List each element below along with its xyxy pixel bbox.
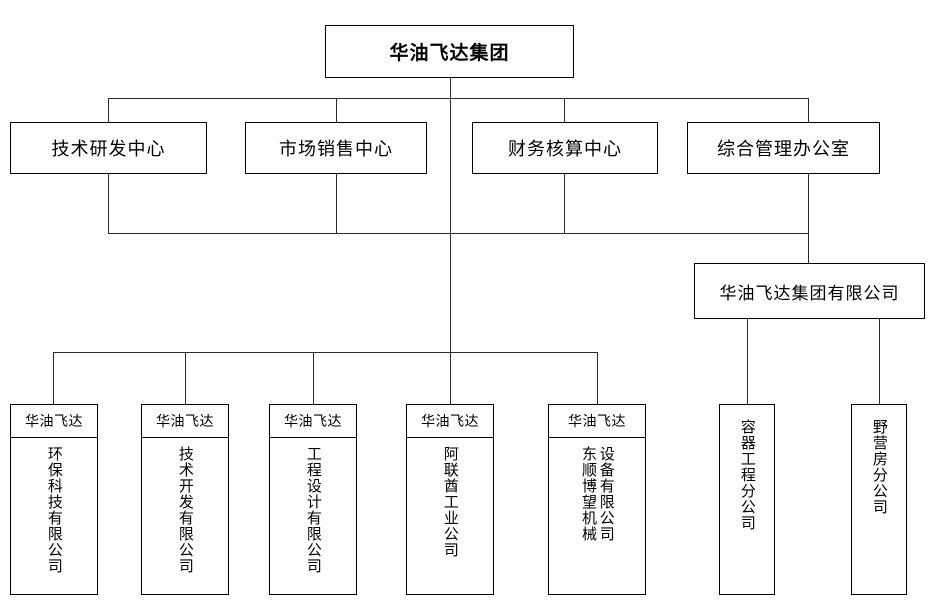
connector-dept-tail-2 bbox=[336, 174, 337, 233]
connector-central-trunk bbox=[450, 78, 451, 352]
connector-dept-drop-1 bbox=[108, 98, 109, 122]
subsidiary-body: 阿联酋工业公司 bbox=[407, 438, 493, 594]
connector-dept-tail-4 bbox=[808, 174, 809, 233]
department-node-general-admin[interactable]: 综合管理办公室 bbox=[687, 122, 880, 174]
connector-branch-drop-1 bbox=[747, 319, 748, 404]
connector-subsidiary-drop-4 bbox=[450, 352, 451, 404]
branch-vertical-text: 野营房分公司 bbox=[870, 419, 888, 515]
connector-dept-bus bbox=[108, 98, 808, 99]
subsidiary-node-environmental-tech[interactable]: 华油飞达 环保科技有限公司 bbox=[10, 404, 98, 595]
subsidiary-vertical-text: 技术开发有限公司 bbox=[176, 446, 194, 574]
subsidiary-node-technology-development[interactable]: 华油飞达 技术开发有限公司 bbox=[141, 404, 229, 595]
subsidiary-group-node[interactable]: 华油飞达集团有限公司 bbox=[694, 263, 925, 319]
connector-dept-drop-4 bbox=[808, 98, 809, 122]
connector-subsidiary-bus bbox=[53, 352, 598, 353]
subsidiary-body: 设备有限公司 东顺博望机械 bbox=[549, 438, 645, 594]
subsidiary-body: 技术开发有限公司 bbox=[142, 438, 228, 594]
department-label: 技术研发中心 bbox=[51, 139, 166, 159]
connector-dept-tail-3 bbox=[564, 174, 565, 233]
subsidiary-body: 环保科技有限公司 bbox=[11, 438, 97, 594]
department-label: 市场销售中心 bbox=[279, 139, 393, 159]
subsidiary-vertical-text: 东顺博望机械 bbox=[580, 446, 597, 542]
subsidiary-header: 华油飞达 bbox=[142, 405, 228, 438]
connector-subsidiary-drop-3 bbox=[313, 352, 314, 404]
subsidiary-node-uae-industrial[interactable]: 华油飞达 阿联酋工业公司 bbox=[406, 404, 494, 595]
root-node-label: 华油飞达集团 bbox=[389, 43, 510, 64]
department-node-technology-rnd[interactable]: 技术研发中心 bbox=[10, 122, 207, 174]
department-node-finance[interactable]: 财务核算中心 bbox=[472, 122, 658, 174]
subsidiary-vertical-text: 阿联酋工业公司 bbox=[441, 446, 459, 558]
subsidiary-body: 工程设计有限公司 bbox=[270, 438, 356, 594]
department-label: 综合管理办公室 bbox=[717, 139, 850, 159]
subsidiary-vertical-text: 环保科技有限公司 bbox=[45, 446, 63, 574]
root-node[interactable]: 华油飞达集团 bbox=[325, 25, 574, 78]
connector-lower-bus bbox=[108, 233, 808, 234]
branch-body: 容器工程分公司 bbox=[720, 405, 774, 594]
subsidiary-header: 华油飞达 bbox=[549, 405, 645, 438]
connector-dept-drop-3 bbox=[564, 98, 565, 122]
subsidiary-header: 华油飞达 bbox=[270, 405, 356, 438]
subsidiary-header: 华油飞达 bbox=[11, 405, 97, 438]
department-label: 财务核算中心 bbox=[508, 139, 622, 159]
branch-vertical-text: 容器工程分公司 bbox=[738, 419, 756, 531]
subsidiary-group-label: 华油飞达集团有限公司 bbox=[719, 283, 900, 303]
connector-subsidiary-drop-1 bbox=[53, 352, 54, 404]
connector-subsidiary-drop-5 bbox=[597, 352, 598, 404]
subsidiary-header: 华油飞达 bbox=[407, 405, 493, 438]
branch-node-pressure-vessel-engineering[interactable]: 容器工程分公司 bbox=[719, 404, 775, 595]
subsidiary-node-engineering-design[interactable]: 华油飞达 工程设计有限公司 bbox=[269, 404, 357, 595]
department-node-market-sales[interactable]: 市场销售中心 bbox=[245, 122, 427, 174]
subsidiary-vertical-text: 设备有限公司 bbox=[597, 446, 615, 542]
connector-dept-tail-1 bbox=[108, 174, 109, 233]
subsidiary-vertical-text: 工程设计有限公司 bbox=[304, 446, 322, 574]
connector-group-drop bbox=[808, 233, 809, 263]
connector-branch-drop-2 bbox=[879, 319, 880, 404]
connector-dept-drop-2 bbox=[336, 98, 337, 122]
connector-subsidiary-drop-2 bbox=[185, 352, 186, 404]
branch-node-field-camp-housing[interactable]: 野营房分公司 bbox=[851, 404, 907, 595]
subsidiary-node-dongshun-bowang-machinery[interactable]: 华油飞达 设备有限公司 东顺博望机械 bbox=[548, 404, 646, 595]
branch-body: 野营房分公司 bbox=[852, 405, 906, 594]
